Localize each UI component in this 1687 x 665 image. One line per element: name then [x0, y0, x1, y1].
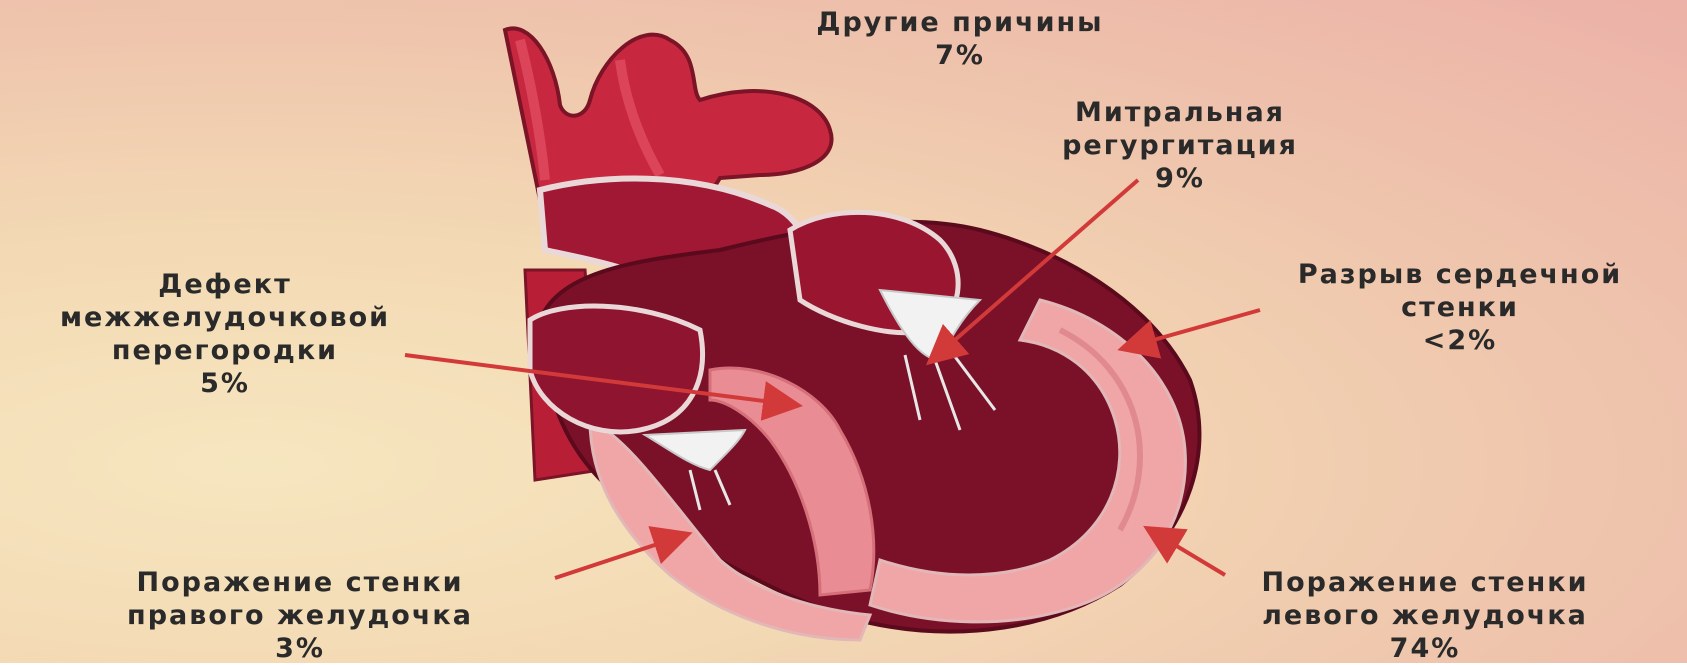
label-lv-pct: 74% — [1205, 632, 1645, 665]
label-other-causes-pct: 7% — [780, 39, 1140, 72]
label-other-causes: Другие причины 7% — [780, 6, 1140, 72]
label-mitral-line1: Митральная — [1030, 96, 1330, 129]
label-other-causes-line1: Другие причины — [780, 6, 1140, 39]
label-vsd-line3: перегородки — [0, 334, 450, 367]
label-left-ventricle-wall: Поражение стенки левого желудочка 74% — [1205, 566, 1645, 665]
label-mitral-pct: 9% — [1030, 162, 1330, 195]
label-lv-line1: Поражение стенки — [1205, 566, 1645, 599]
label-lv-line2: левого желудочка — [1205, 599, 1645, 632]
label-wall-rupture: Разрыв сердечной стенки <2% — [1245, 258, 1675, 357]
label-rv-line1: Поражение стенки — [80, 566, 520, 599]
label-mitral-line2: регургитация — [1030, 129, 1330, 162]
label-right-ventricle-wall: Поражение стенки правого желудочка 3% — [80, 566, 520, 665]
label-rv-line2: правого желудочка — [80, 599, 520, 632]
label-vsd-line1: Дефект — [0, 268, 450, 301]
label-rupture-line2: стенки — [1245, 291, 1675, 324]
label-rupture-line1: Разрыв сердечной — [1245, 258, 1675, 291]
label-rv-pct: 3% — [80, 632, 520, 665]
label-vsd: Дефект межжелудочковой перегородки 5% — [0, 268, 450, 400]
label-rupture-pct: <2% — [1245, 324, 1675, 357]
heart-body — [530, 212, 1199, 640]
label-vsd-pct: 5% — [0, 367, 450, 400]
label-mitral-regurgitation: Митральная регургитация 9% — [1030, 96, 1330, 195]
label-vsd-line2: межжелудочковой — [0, 301, 450, 334]
